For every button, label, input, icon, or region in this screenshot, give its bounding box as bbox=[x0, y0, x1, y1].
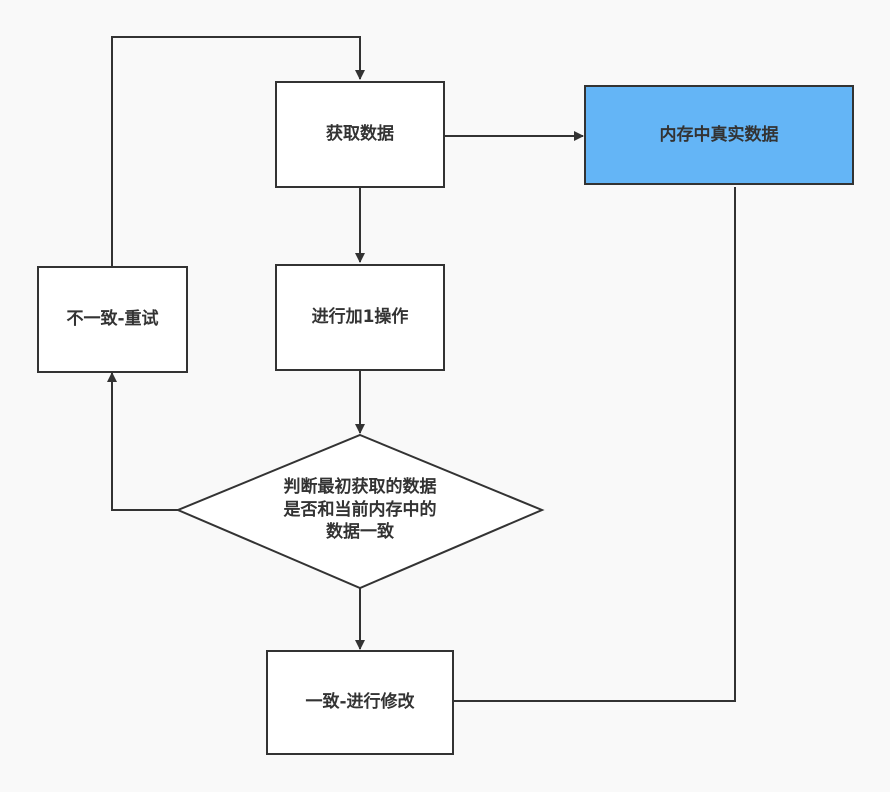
edge-decision-to-retry bbox=[107, 372, 180, 511]
decision-diamond bbox=[175, 433, 545, 590]
retry-node: 不一致-重试 bbox=[37, 266, 188, 373]
fetch-data-label: 获取数据 bbox=[326, 124, 394, 145]
increment-label: 进行加1操作 bbox=[311, 307, 409, 328]
decision-line-2: 是否和当前内存中的 bbox=[283, 499, 437, 520]
retry-label: 不一致-重试 bbox=[66, 309, 159, 330]
fetch-data-node: 获取数据 bbox=[275, 81, 445, 188]
commit-node: 一致-进行修改 bbox=[266, 650, 454, 755]
memory-data-node: 内存中真实数据 bbox=[584, 85, 854, 185]
decision-line-3: 数据一致 bbox=[326, 522, 394, 543]
decision-line-1: 判断最初获取的数据 bbox=[283, 476, 437, 497]
increment-node: 进行加1操作 bbox=[275, 264, 445, 371]
edge-retry-to-fetch bbox=[111, 36, 365, 266]
edge-commit-to-memory bbox=[453, 187, 736, 702]
commit-label: 一致-进行修改 bbox=[305, 692, 415, 713]
memory-data-label: 内存中真实数据 bbox=[659, 124, 779, 145]
decision-label: 判断最初获取的数据 是否和当前内存中的 数据一致 bbox=[230, 470, 490, 550]
